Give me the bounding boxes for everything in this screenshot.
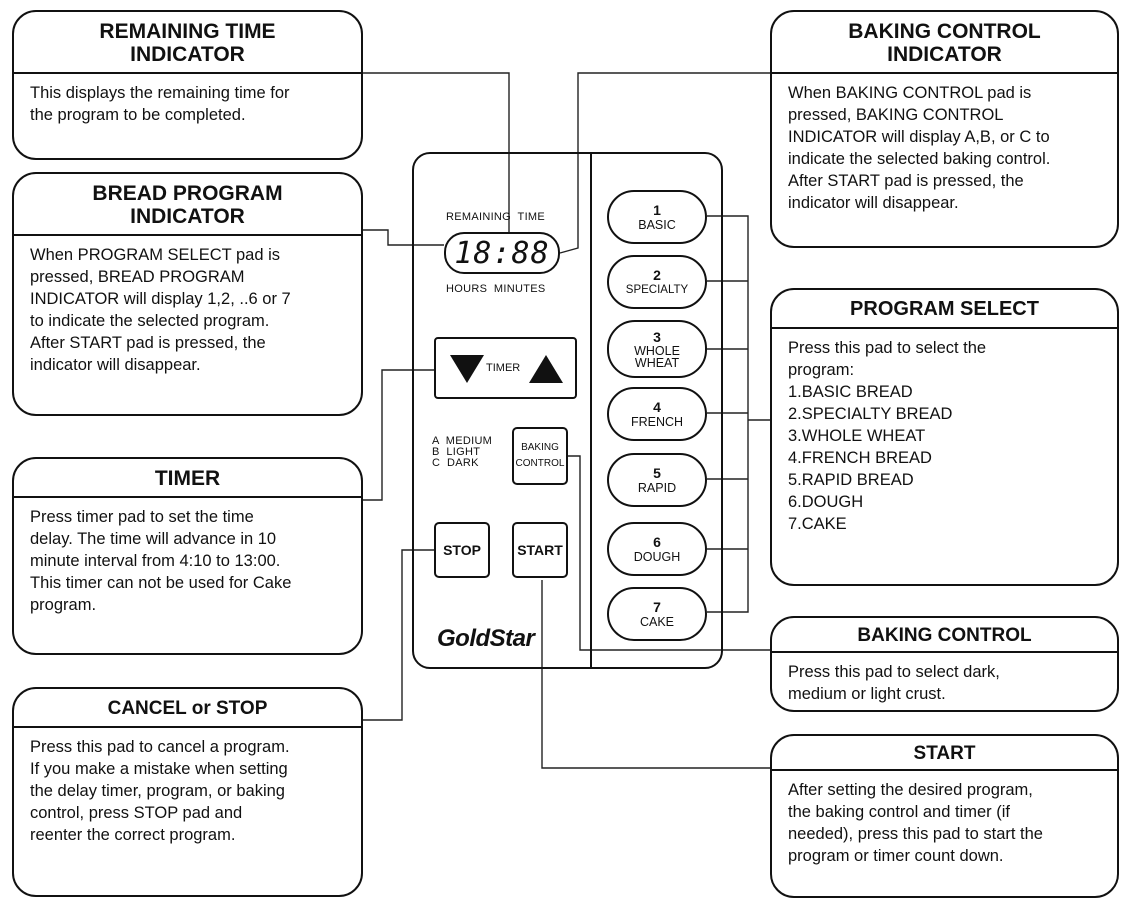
program-number: 5 [653, 465, 661, 481]
callout-bread-program: BREAD PROGRAM INDICATOR When PROGRAM SEL… [12, 172, 363, 416]
program-number: 3 [653, 329, 661, 345]
program-number: 2 [653, 267, 661, 283]
callout-body: When BAKING CONTROL pad is pressed, BAKI… [788, 84, 1051, 212]
program-number: 4 [653, 399, 661, 415]
baking-control-button[interactable]: BAKING CONTROL [512, 427, 568, 485]
callout-body: This displays the remaining time for the… [30, 84, 290, 124]
timer-button[interactable]: TIMER [434, 337, 577, 399]
callout-title: TIMER [14, 459, 361, 498]
brand-logo: GoldStar [437, 625, 535, 652]
callout-title: BAKING CONTROL INDICATOR [772, 12, 1117, 74]
callout-body: Press this pad to select the program: 1.… [788, 339, 987, 533]
callout-body: Press this pad to select dark, medium or… [788, 663, 1000, 703]
callout-title: CANCEL or STOP [14, 689, 361, 728]
start-button[interactable]: START [512, 522, 568, 578]
baking-control-label-2: CONTROL [515, 458, 565, 469]
program-button-rapid[interactable]: 5 RAPID [607, 453, 707, 507]
callout-timer: TIMER Press timer pad to set the time de… [12, 457, 363, 655]
program-button-specialty[interactable]: 2 SPECIALTY [607, 255, 707, 309]
callout-title: START [772, 736, 1117, 771]
program-number: 1 [653, 202, 661, 218]
program-number: 7 [653, 599, 661, 615]
callout-title: BREAD PROGRAM INDICATOR [14, 174, 361, 236]
callout-start: START After setting the desired program,… [770, 734, 1119, 898]
remaining-time-label: REMAINING TIME [446, 211, 546, 223]
hours-minutes-label: HOURS MINUTES [446, 283, 546, 295]
program-label: DOUGH [633, 550, 681, 564]
time-display: 18:88 [444, 232, 560, 274]
program-number: 6 [653, 534, 661, 550]
callout-title: BAKING CONTROL [772, 618, 1117, 653]
callout-body: When PROGRAM SELECT pad is pressed, BREA… [30, 246, 291, 374]
callout-program-select: PROGRAM SELECT Press this pad to select … [770, 288, 1119, 586]
arrow-up-icon [529, 355, 563, 383]
callout-remaining-time: REMAINING TIME INDICATOR This displays t… [12, 10, 363, 160]
callout-baking-control: BAKING CONTROL Press this pad to select … [770, 616, 1119, 712]
stop-label: STOP [443, 542, 481, 558]
program-button-whole-wheat[interactable]: 3 WHOLE WHEAT [607, 320, 707, 378]
program-label: FRENCH [630, 415, 684, 429]
program-label: WHOLE WHEAT [634, 344, 680, 370]
panel-divider [590, 153, 592, 668]
program-label: CAKE [639, 615, 675, 629]
callout-title: REMAINING TIME INDICATOR [14, 12, 361, 74]
program-button-basic[interactable]: 1 BASIC [607, 190, 707, 244]
program-label: BASIC [638, 218, 676, 232]
stop-button[interactable]: STOP [434, 522, 490, 578]
program-button-dough[interactable]: 6 DOUGH [607, 522, 707, 576]
callout-body: Press timer pad to set the time delay. T… [30, 508, 292, 614]
callout-cancel-stop: CANCEL or STOP Press this pad to cancel … [12, 687, 363, 897]
timer-label: TIMER [486, 362, 521, 374]
control-panel [412, 152, 723, 669]
arrow-down-icon [450, 355, 484, 383]
callout-title: PROGRAM SELECT [772, 290, 1117, 329]
callout-baking-control-indicator: BAKING CONTROL INDICATOR When BAKING CON… [770, 10, 1119, 248]
program-button-cake[interactable]: 7 CAKE [607, 587, 707, 641]
crust-options-legend: A MEDIUM B LIGHT C DARK [432, 435, 493, 469]
start-label: START [517, 542, 563, 558]
program-label: SPECIALTY [625, 284, 689, 296]
program-button-french[interactable]: 4 FRENCH [607, 387, 707, 441]
program-label: RAPID [637, 481, 677, 495]
callout-body: Press this pad to cancel a program. If y… [30, 738, 290, 844]
callout-body: After setting the desired program, the b… [788, 781, 1043, 865]
baking-control-label-1: BAKING [521, 442, 559, 453]
